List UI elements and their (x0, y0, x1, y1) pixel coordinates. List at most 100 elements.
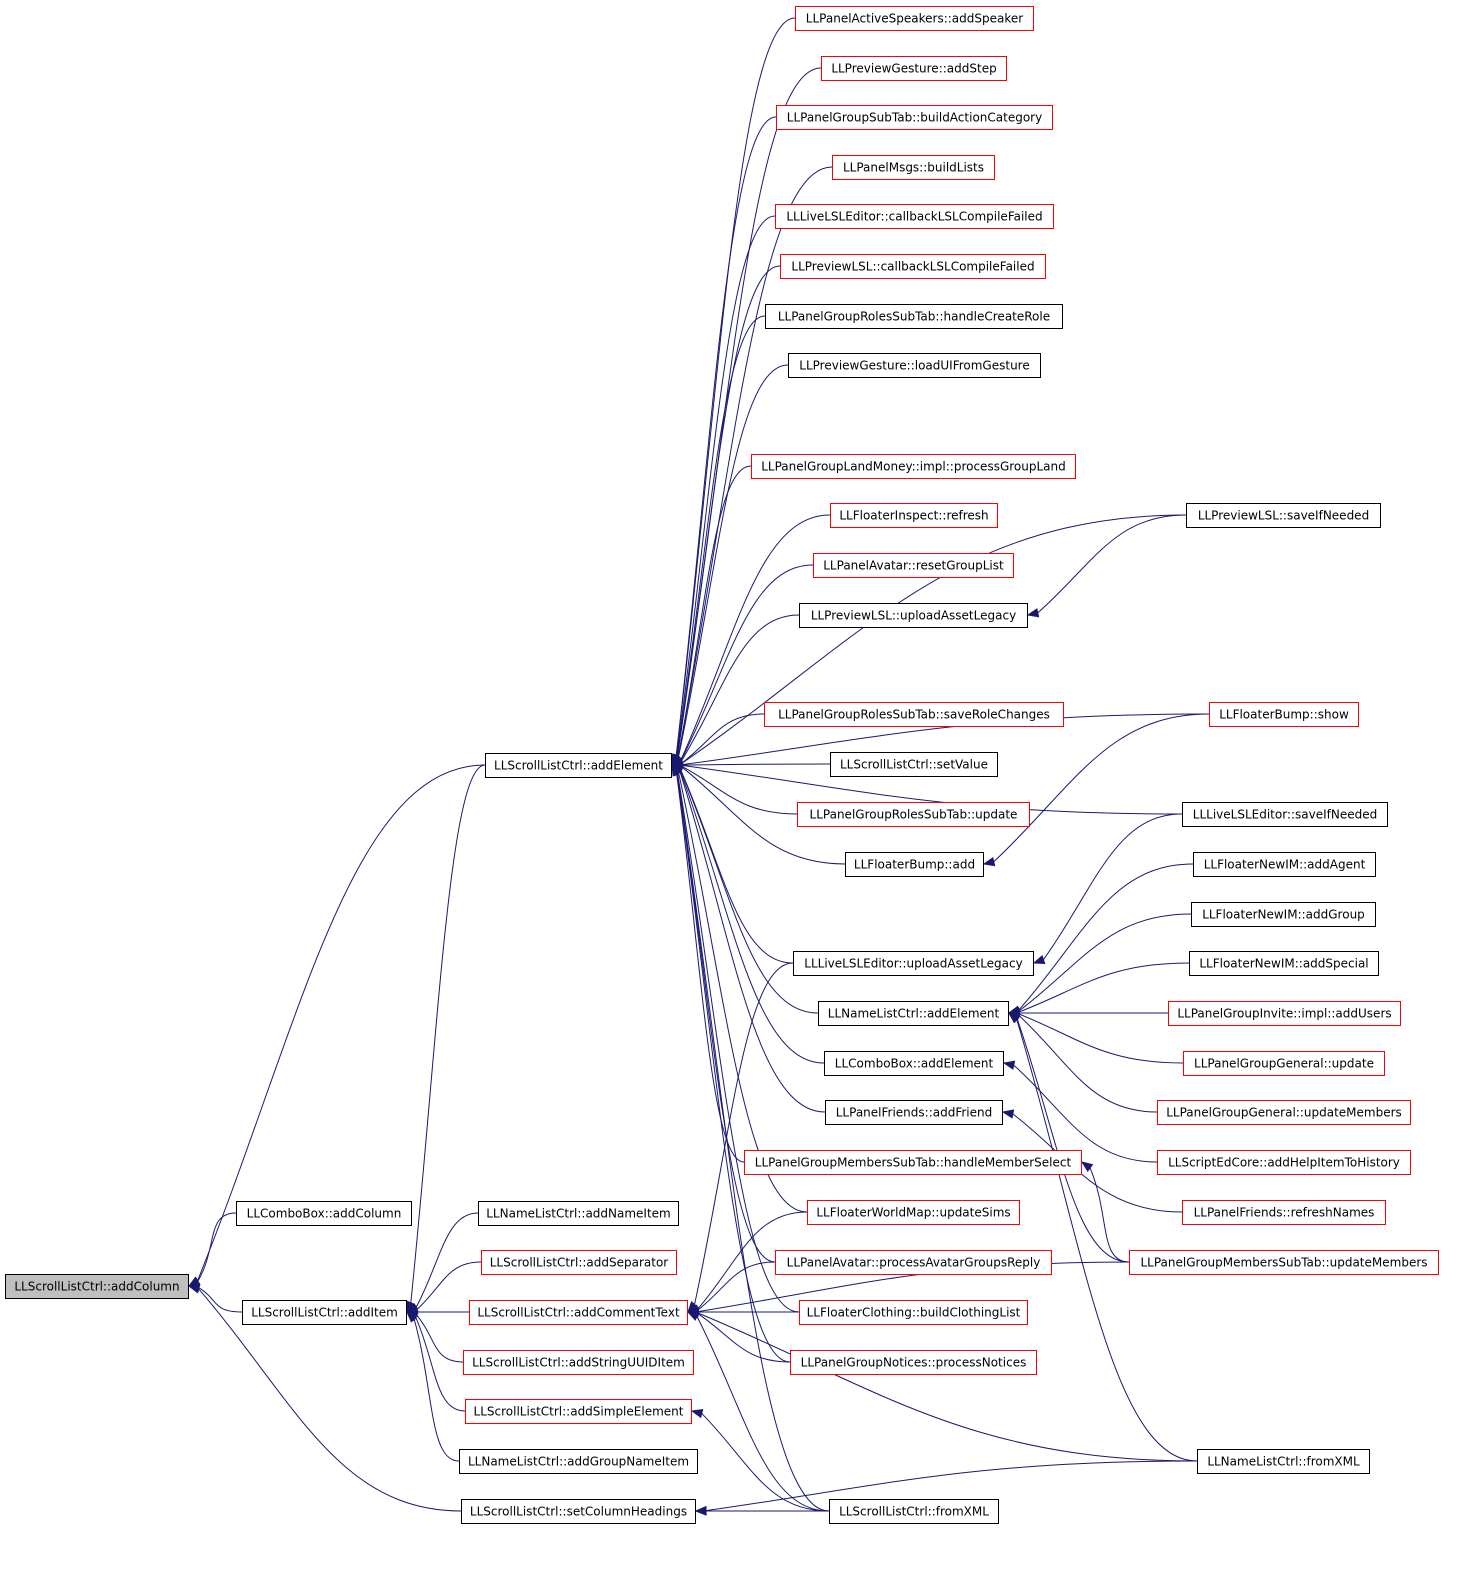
node-pgst-buildactioncategory[interactable]: LLPanelGroupSubTab::buildActionCategory (776, 105, 1053, 130)
node-label: LLLiveLSLEditor::saveIfNeeded (1193, 808, 1377, 822)
node-pl-callbackfailed[interactable]: LLPreviewLSL::callbackLSLCompileFailed (780, 254, 1046, 279)
node-pgi-addusers[interactable]: LLPanelGroupInvite::impl::addUsers (1168, 1001, 1401, 1026)
node-pg-addstep[interactable]: LLPreviewGesture::addStep (821, 56, 1007, 81)
node-pas-addspeaker[interactable]: LLPanelActiveSpeakers::addSpeaker (795, 6, 1034, 31)
node-box (797, 802, 1030, 827)
call-edge (696, 1316, 830, 1512)
node-cb-addelement[interactable]: LLComboBox::addElement (824, 1051, 1004, 1076)
node-box (481, 1250, 677, 1275)
node-pgg-update[interactable]: LLPanelGroupGeneral::update (1183, 1051, 1385, 1076)
node-slc-addstringuuiditem[interactable]: LLScrollListCtrl::addStringUUIDItem (463, 1350, 694, 1375)
node-box (461, 1499, 696, 1524)
node-pgmst-updatemembers[interactable]: LLPanelGroupMembersSubTab::updateMembers (1129, 1250, 1439, 1275)
node-sec-addhelpitemtohistory[interactable]: LLScriptEdCore::addHelpItemToHistory (1157, 1150, 1411, 1175)
node-slc-addcommenttext[interactable]: LLScrollListCtrl::addCommentText (469, 1300, 688, 1325)
node-slc-addseparator[interactable]: LLScrollListCtrl::addSeparator (481, 1250, 677, 1275)
node-label: LLPanelFriends::refreshNames (1194, 1206, 1375, 1220)
call-edge (1018, 962, 1190, 1013)
node-pgmst-handlememberselect[interactable]: LLPanelGroupMembersSubTab::handleMemberS… (744, 1150, 1082, 1175)
node-fb-add[interactable]: LLFloaterBump::add (845, 852, 984, 877)
node-box (813, 553, 1014, 578)
call-edge (681, 763, 831, 766)
node-lle-uploadassetlegacy[interactable]: LLLiveLSLEditor::uploadAssetLegacy (793, 951, 1034, 976)
call-edge (198, 1288, 462, 1512)
node-box (793, 951, 1034, 976)
node-fnim-addagent[interactable]: LLFloaterNewIM::addAgent (1193, 852, 1376, 877)
node-label: LLLiveLSLEditor::uploadAssetLegacy (804, 957, 1022, 971)
node-label: LLPanelGroupInvite::impl::addUsers (1177, 1007, 1391, 1021)
node-label: LLPreviewGesture::loadUIFromGesture (799, 359, 1029, 373)
call-edge (677, 166, 833, 758)
node-pl-uploadassetlegacy[interactable]: LLPreviewLSL::uploadAssetLegacy (799, 603, 1028, 628)
call-arrowhead (690, 1408, 704, 1419)
call-edge (676, 773, 745, 1163)
node-box (799, 1300, 1028, 1325)
node-slc-additem[interactable]: LLScrollListCtrl::addItem (242, 1300, 407, 1325)
node-root[interactable]: LLScrollListCtrl::addColumn (5, 1274, 189, 1299)
call-edge (410, 764, 486, 1303)
node-label: LLPanelGroupMembersSubTab::updateMembers (1140, 1256, 1427, 1270)
node-fc-buildclothinglist[interactable]: LLFloaterClothing::buildClothingList (799, 1300, 1028, 1325)
node-slc-addsimpleelement[interactable]: LLScrollListCtrl::addSimpleElement (465, 1399, 692, 1424)
node-pg-loadui[interactable]: LLPreviewGesture::loadUIFromGesture (788, 353, 1041, 378)
node-pf-refreshnames[interactable]: LLPanelFriends::refreshNames (1182, 1200, 1386, 1225)
node-label: LLFloaterNewIM::addAgent (1204, 858, 1366, 872)
call-edge (680, 614, 800, 762)
node-pf-addfriend[interactable]: LLPanelFriends::addFriend (825, 1100, 1003, 1125)
node-nlc-fromxml[interactable]: LLNameListCtrl::fromXML (1197, 1449, 1370, 1474)
node-pa-processavatargroupsreply[interactable]: LLPanelAvatar::processAvatarGroupsReply (775, 1250, 1052, 1275)
node-lle-saveifneeded[interactable]: LLLiveLSLEditor::saveIfNeeded (1182, 802, 1388, 827)
node-pgn-processnotices[interactable]: LLPanelGroupNotices::processNotices (790, 1350, 1037, 1375)
node-box (1157, 1100, 1411, 1125)
node-box (775, 1250, 1052, 1275)
node-cb-addcolumn[interactable]: LLComboBox::addColumn (236, 1201, 412, 1226)
node-pa-resetgrouplist[interactable]: LLPanelAvatar::resetGroupList (813, 553, 1014, 578)
call-edge (680, 514, 831, 761)
node-pgrst-update[interactable]: LLPanelGroupRolesSubTab::update (797, 802, 1030, 827)
node-label: LLFloaterClothing::buildClothingList (807, 1306, 1021, 1320)
node-fnim-addspecial[interactable]: LLFloaterNewIM::addSpecial (1189, 951, 1379, 976)
call-edge (676, 265, 781, 757)
node-label: LLScrollListCtrl::setColumnHeadings (470, 1505, 687, 1519)
node-label: LLPanelActiveSpeakers::addSpeaker (806, 12, 1023, 26)
node-nlc-addelement[interactable]: LLNameListCtrl::addElement (818, 1001, 1009, 1026)
call-edge (197, 764, 486, 1281)
node-fb-show[interactable]: LLFloaterBump::show (1209, 702, 1359, 727)
node-lle-callbackfailed[interactable]: LLLiveLSLEditor::callbackLSLCompileFaile… (775, 204, 1054, 229)
node-slc-addelement[interactable]: LLScrollListCtrl::addElement (485, 753, 672, 778)
node-box (780, 254, 1046, 279)
node-pgrst-saverolechanges[interactable]: LLPanelGroupRolesSubTab::saveRoleChanges (764, 702, 1064, 727)
call-edge (1018, 913, 1192, 1012)
node-pl-saveifneeded[interactable]: LLPreviewLSL::saveIfNeeded (1186, 503, 1381, 528)
node-box (1186, 503, 1381, 528)
node-label: LLScrollListCtrl::setValue (840, 758, 988, 772)
node-box (775, 204, 1054, 229)
node-slc-fromxml[interactable]: LLScrollListCtrl::fromXML (829, 1499, 999, 1524)
node-pglm-processgroupland[interactable]: LLPanelGroupLandMoney::impl::processGrou… (751, 454, 1076, 479)
node-box (821, 56, 1007, 81)
node-slc-setcolumnheadings[interactable]: LLScrollListCtrl::setColumnHeadings (461, 1499, 696, 1524)
node-nlc-addnameitem[interactable]: LLNameListCtrl::addNameItem (478, 1201, 679, 1226)
node-box (459, 1449, 698, 1474)
node-pgg-updatemembers[interactable]: LLPanelGroupGeneral::updateMembers (1157, 1100, 1411, 1125)
call-edge (705, 1460, 1198, 1512)
node-fi-refresh[interactable]: LLFloaterInspect::refresh (830, 503, 998, 528)
node-box (795, 6, 1034, 31)
node-label: LLPanelGroupNotices::processNotices (801, 1356, 1027, 1370)
call-arrowhead (1026, 608, 1040, 618)
node-pgrst-handlecreaterole[interactable]: LLPanelGroupRolesSubTab::handleCreateRol… (765, 304, 1063, 329)
call-edge (680, 564, 814, 761)
call-edge (415, 1212, 479, 1308)
call-edge (701, 1413, 830, 1512)
node-pm-buildlists[interactable]: LLPanelMsgs::buildLists (832, 155, 995, 180)
node-label: LLScrollListCtrl::addElement (494, 759, 663, 773)
node-fwm-updatesims[interactable]: LLFloaterWorldMap::updateSims (807, 1200, 1020, 1225)
call-edge (1018, 1013, 1184, 1064)
node-fnim-addgroup[interactable]: LLFloaterNewIM::addGroup (1191, 902, 1376, 927)
call-edge (681, 713, 1210, 766)
node-nlc-addgroupnameitem[interactable]: LLNameListCtrl::addGroupNameItem (459, 1449, 698, 1474)
node-box (765, 304, 1063, 329)
call-edge (1018, 1014, 1158, 1113)
node-slc-setvalue[interactable]: LLScrollListCtrl::setValue (830, 752, 998, 777)
